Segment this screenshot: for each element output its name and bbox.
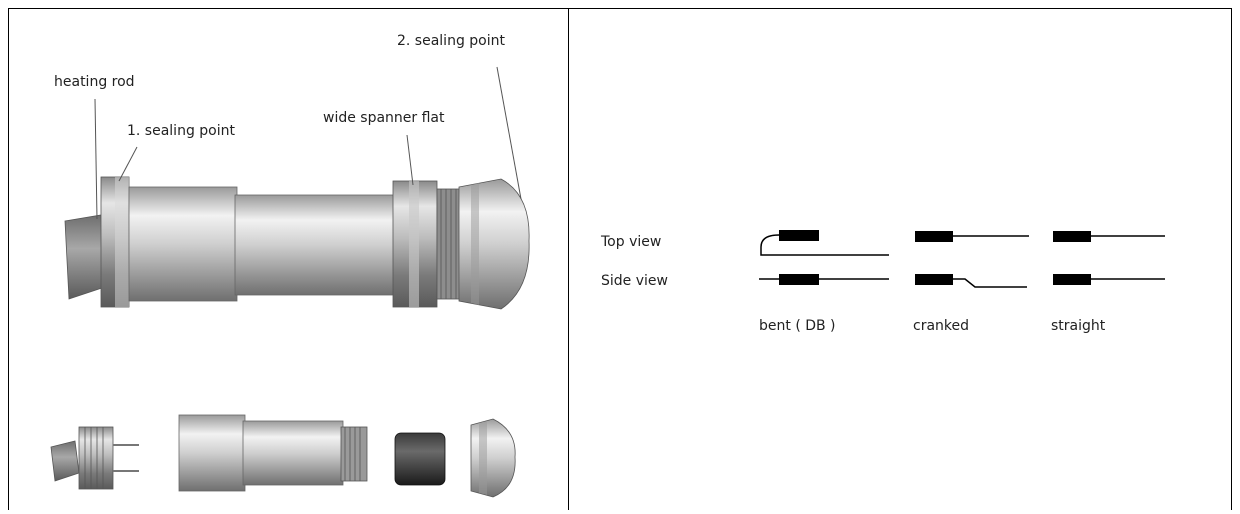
symbol-cranked-top xyxy=(915,231,1029,242)
assembled-connector xyxy=(64,176,530,310)
symbol-bent-top xyxy=(760,230,889,256)
symbol-cranked-side xyxy=(915,274,1027,288)
exploded-parts xyxy=(50,414,516,498)
leader-lines xyxy=(94,66,522,220)
product-photo-panel: heating rod 1. sealing point wide spanne… xyxy=(9,9,568,510)
symbol-bent-side xyxy=(759,274,889,285)
column-divider xyxy=(568,8,569,510)
label-heating-rod: heating rod xyxy=(54,74,135,90)
label-top-view: Top view xyxy=(600,234,661,250)
label-sealing-point-1: 1. sealing point xyxy=(127,123,235,139)
symbol-straight-top xyxy=(1053,231,1165,242)
symbol-straight-side xyxy=(1053,274,1165,285)
table-frame xyxy=(8,8,1232,510)
label-wide-spanner-flat: wide spanner flat xyxy=(323,110,445,126)
views-diagram: Top view Side view bent ( DB xyxy=(600,230,1165,334)
label-bent: bent ( DB ) xyxy=(759,318,836,334)
label-cranked: cranked xyxy=(913,318,969,334)
views-diagram-panel: Top view Side view bent ( DB xyxy=(569,9,1231,510)
label-side-view: Side view xyxy=(601,273,668,289)
product-photo: heating rod 1. sealing point wide spanne… xyxy=(50,33,530,498)
label-sealing-point-2: 2. sealing point xyxy=(397,33,505,49)
label-straight: straight xyxy=(1051,318,1106,334)
